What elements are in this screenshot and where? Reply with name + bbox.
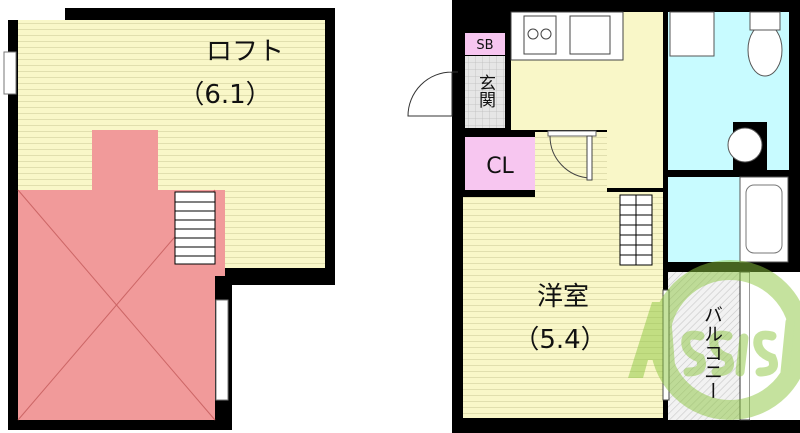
entrance-label: 玄関 [475,74,495,108]
shoe-box-label: SB [476,38,493,53]
toilet [747,23,783,77]
sink [569,15,611,55]
shoe-box [465,33,505,55]
entry-door[interactable] [407,71,458,117]
loft-stairs [174,191,216,265]
loft-size: （6.1） [178,80,271,110]
loft-plan: ロフト （6.1） [3,8,335,430]
closet[interactable] [465,137,535,190]
washbasin [727,127,763,163]
room-door-leaf[interactable] [586,135,593,181]
balcony-label: バルコニー [701,305,723,400]
main-plan: SB 玄関 CL 洋室 （5.4） [407,0,800,433]
main-stairs [619,194,653,266]
room-door-frame [547,130,597,137]
washing-machine-space [669,11,715,57]
western-room-label: 洋室 [537,282,589,312]
loft-window [3,51,17,95]
western-room-size: （5.4） [513,325,606,355]
loft-label: ロフト [206,37,284,67]
assist-watermark-logo [628,260,800,420]
bathtub-inner [745,184,783,254]
toilet-tank [749,11,781,31]
western-room-floor [463,132,663,418]
entrance-floor [465,56,505,128]
lower-window [215,299,229,401]
burner-icon [540,28,552,40]
loft-void-area [18,130,225,420]
burner-icon [527,28,539,40]
closet-label: CL [486,154,514,179]
loft-floor [18,20,325,268]
